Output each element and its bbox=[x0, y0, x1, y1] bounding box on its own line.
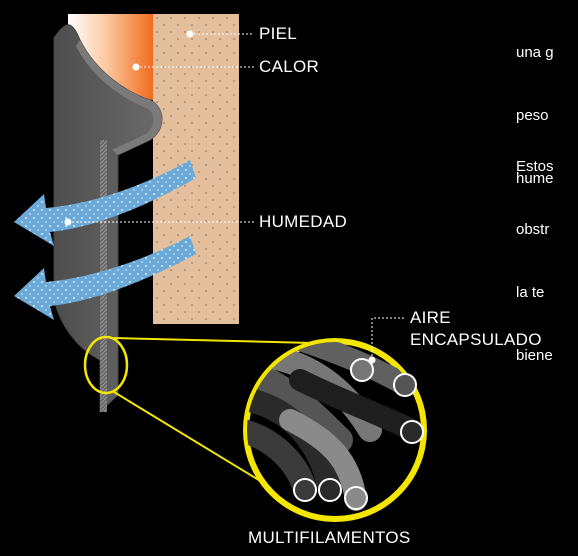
paragraph-2-line: la te bbox=[516, 284, 545, 301]
paragraph-2-line: Estos bbox=[516, 158, 554, 175]
paragraph-2-line: obstr bbox=[516, 221, 550, 238]
paragraph-2-line: biene bbox=[516, 347, 553, 364]
zoom-line-top bbox=[113, 337, 313, 344]
label-piel: PIEL bbox=[259, 24, 298, 43]
label-multifilamentos: MULTIFILAMENTOS bbox=[248, 528, 411, 547]
leader-dots bbox=[64, 30, 376, 364]
filament-ends bbox=[293, 358, 424, 510]
label-aire: AIRE bbox=[410, 308, 451, 327]
zoom-source-circle bbox=[83, 335, 129, 395]
moisture-arrow-upper bbox=[14, 160, 196, 246]
zoom-line-bottom bbox=[113, 391, 263, 483]
paragraph-1-line: hume bbox=[516, 170, 554, 187]
label-encapsulado: ENCAPSULADO bbox=[410, 330, 542, 349]
paragraph-2: Estos obstr la te biene bbox=[516, 114, 554, 387]
paragraph-1-line: peso bbox=[516, 107, 549, 124]
moisture-arrow-lower bbox=[14, 236, 196, 320]
label-calor: CALOR bbox=[259, 57, 320, 76]
skin-layer bbox=[153, 14, 239, 324]
heat-layer bbox=[68, 14, 153, 100]
paragraph-1: una g peso hume bbox=[516, 0, 554, 210]
paragraph-1-line: una g bbox=[516, 44, 554, 61]
leader-lines bbox=[68, 33, 404, 360]
label-humedad: HUMEDAD bbox=[259, 212, 348, 231]
fabric-edge bbox=[76, 40, 162, 155]
